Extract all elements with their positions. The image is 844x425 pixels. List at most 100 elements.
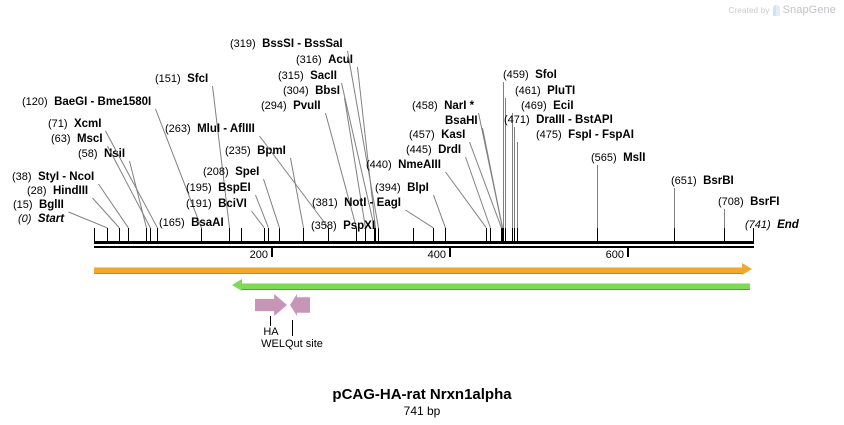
watermark-brand: SnapGene [782, 4, 836, 16]
site-name: HindIII [52, 185, 89, 197]
cut-site-tick [517, 228, 518, 241]
site-position: (458) [412, 100, 438, 112]
restriction-site-label[interactable]: (459) SfoI [503, 69, 557, 81]
restriction-site-label[interactable]: (71) XcmI [48, 118, 101, 130]
site-name: BsaHI [445, 115, 478, 127]
restriction-site-label[interactable]: BsaHI [445, 115, 478, 127]
restriction-site-label[interactable]: (381) NotI - EagI [312, 197, 401, 209]
site-position: (191) [186, 198, 212, 210]
restriction-site-label[interactable]: (120) BaeGI - Bme1580I [22, 96, 151, 108]
restriction-site-label[interactable]: (358) PspXI [311, 220, 375, 232]
green-feature-arrowhead-icon [232, 279, 242, 291]
site-name: BglII [38, 199, 64, 211]
restriction-site-label[interactable]: (565) MslI [591, 152, 645, 164]
restriction-site-label[interactable]: (0) Start [18, 213, 64, 225]
site-leader-line [724, 209, 725, 228]
site-position: (263) [165, 123, 191, 135]
site-name: AcuI [328, 54, 353, 66]
restriction-site-label[interactable]: (165) BsaAI [159, 217, 224, 229]
restriction-site-label[interactable]: (457) KasI [409, 129, 465, 141]
site-position: (469) [521, 100, 547, 112]
site-position: (358) [311, 220, 337, 232]
cut-site-tick [356, 228, 357, 241]
restriction-site-label[interactable]: (28) HindIII [27, 185, 88, 197]
site-name: DrdI [438, 144, 462, 156]
site-name: XcmI [73, 118, 102, 130]
site-name: BaeGI - Bme1580I [54, 96, 152, 108]
restriction-site-label[interactable]: (263) MluI - AflIII [165, 123, 255, 135]
cut-site-tick [201, 228, 202, 241]
site-name: NmeAIII [398, 159, 441, 171]
restriction-site-label[interactable]: (63) MscI [51, 133, 103, 145]
restriction-site-label[interactable]: (651) BsrBI [671, 175, 734, 187]
restriction-site-label[interactable]: (195) BspEI [186, 182, 251, 194]
site-position: (381) [312, 197, 338, 209]
site-name: BbsI [315, 85, 340, 97]
restriction-site-label[interactable]: (741) End [745, 219, 799, 231]
sequence-backbone-line [94, 241, 754, 244]
restriction-site-label[interactable]: (38) StyI - NcoI [12, 171, 94, 183]
site-name: SacII [310, 70, 337, 82]
restriction-site-label[interactable]: (316) AcuI [296, 54, 353, 66]
sequence-backbone-shadow [94, 246, 754, 248]
site-position: (0) [18, 213, 32, 225]
site-name: Start [37, 213, 65, 225]
cut-site-tick [229, 228, 230, 241]
site-leader-line [512, 113, 513, 228]
site-leader-line [503, 82, 504, 228]
welqut-feature-arrow[interactable] [290, 294, 310, 316]
site-position: (475) [536, 129, 562, 141]
site-name: SfoI [535, 69, 557, 81]
cut-site-tick [413, 228, 414, 241]
restriction-site-label[interactable]: (319) BssSI - BssSaI [230, 38, 343, 50]
ruler-label: 600 [605, 249, 624, 261]
restriction-site-label[interactable]: (469) EciI [521, 100, 574, 112]
site-leader-line [517, 142, 518, 228]
site-name: BciVI [218, 198, 247, 210]
site-position: (165) [159, 217, 185, 229]
ha-feature-label: HA [263, 326, 279, 338]
site-leader-line [597, 165, 598, 228]
restriction-site-label[interactable]: (475) FspI - FspAI [536, 129, 634, 141]
site-name: SpeI [235, 166, 260, 178]
site-name: NotI - EagI [344, 197, 401, 209]
restriction-site-label[interactable]: (394) BlpI [375, 182, 429, 194]
restriction-site-label[interactable]: (304) BbsI [283, 85, 340, 97]
site-name: BsrBI [703, 175, 734, 187]
restriction-site-label[interactable]: (294) PvuII [261, 100, 321, 112]
watermark-prefix: Created by [728, 5, 770, 15]
site-position: (235) [225, 145, 251, 157]
site-position: (461) [515, 85, 541, 97]
site-position: (319) [230, 38, 256, 50]
site-position: (708) [718, 196, 744, 208]
ruler-tick [449, 248, 451, 257]
restriction-site-label[interactable]: (445) DrdI [406, 144, 461, 156]
restriction-site-label[interactable]: (461) PluTI [515, 85, 575, 97]
restriction-site-label[interactable]: (15) BglII [13, 199, 64, 211]
restriction-site-label[interactable]: (471) DraIII - BstAPI [504, 114, 613, 126]
ruler-tick [627, 248, 629, 257]
cut-site-tick [157, 228, 158, 241]
site-position: (394) [375, 182, 401, 194]
restriction-site-label[interactable]: (208) SpeI [203, 166, 259, 178]
orange-feature-bar[interactable] [94, 267, 742, 274]
restriction-site-label[interactable]: (440) NmeAIII [366, 159, 441, 171]
restriction-site-label[interactable]: (458) NarI * [412, 100, 474, 112]
sequence-length-label: 741 bp [403, 404, 441, 418]
cut-site-tick [433, 228, 434, 241]
cut-site-tick [328, 228, 329, 241]
restriction-site-label[interactable]: (708) BsrFI [718, 196, 779, 208]
restriction-site-label[interactable]: (191) BciVI [186, 198, 247, 210]
site-name: MslI [623, 152, 646, 164]
cut-site-tick [303, 228, 304, 241]
restriction-site-label[interactable]: (315) SacII [278, 70, 337, 82]
site-name: StyI - NcoI [37, 171, 95, 183]
cut-site-tick [146, 228, 147, 241]
restriction-site-label[interactable]: (151) SfcI [155, 73, 208, 85]
green-feature-bar[interactable] [242, 283, 750, 290]
ha-feature-arrow[interactable] [255, 294, 287, 316]
site-position: (565) [591, 152, 617, 164]
cut-site-tick [490, 228, 491, 241]
cut-site-tick [378, 228, 379, 241]
